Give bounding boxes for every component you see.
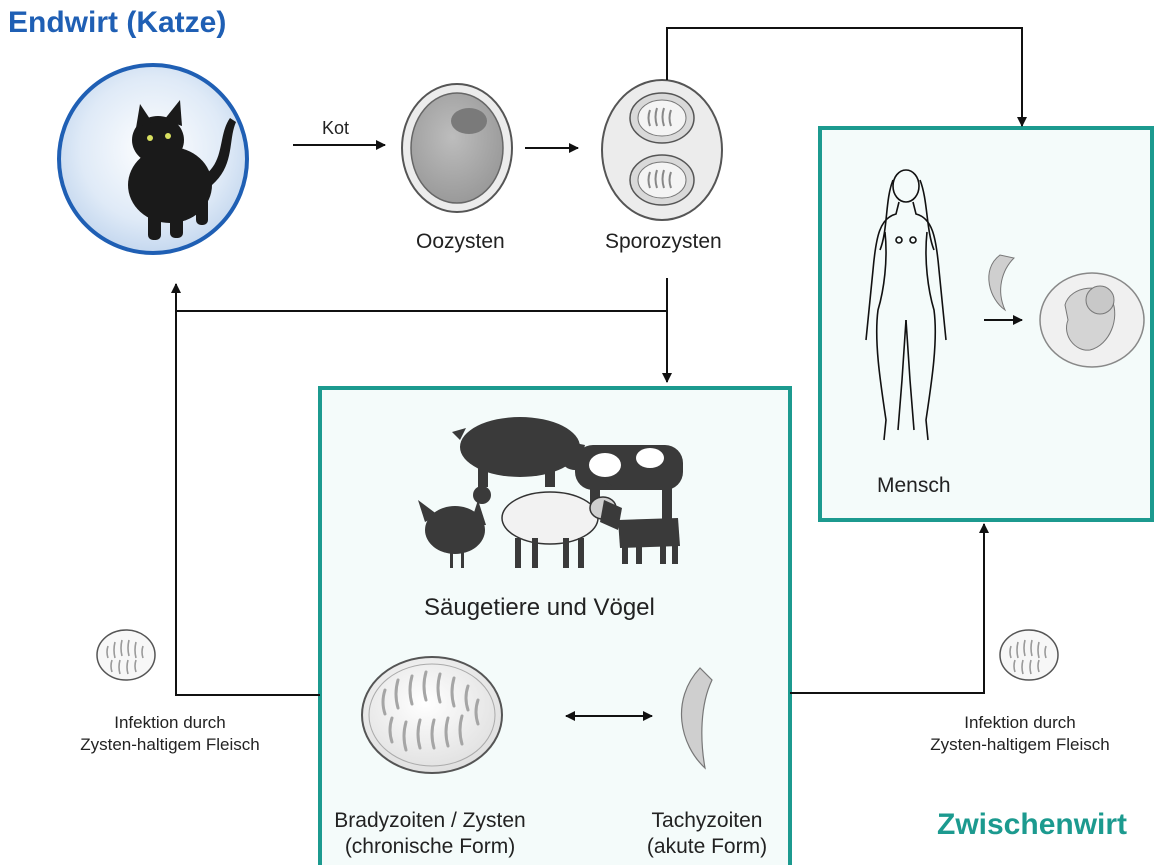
tachyzoites-label: Tachyzoiten (akute Form) <box>622 808 792 860</box>
oocyst-icon <box>402 84 512 212</box>
animals-label: Säugetiere und Vögel <box>424 594 655 622</box>
tissue-cyst-left-icon <box>97 630 155 680</box>
infection-right-line1: Infektion durch <box>900 712 1140 734</box>
infection-left-label: Infektion durch Zysten-haltigem Fleisch <box>50 712 290 756</box>
sporocysts-label: Sporozysten <box>605 230 722 254</box>
infection-left-line1: Infektion durch <box>50 712 290 734</box>
kot-label: Kot <box>322 118 349 139</box>
sporocyst-icon <box>602 80 722 220</box>
cat-icon <box>59 65 247 253</box>
infection-left-line2: Zysten-haltigem Fleisch <box>50 734 290 756</box>
tachyzoites-label-line2: (akute Form) <box>622 834 792 860</box>
human-label: Mensch <box>877 474 951 498</box>
oocysts-label: Oozysten <box>416 230 505 254</box>
tissue-cyst-large-icon <box>362 657 502 773</box>
infection-right-label: Infektion durch Zysten-haltigem Fleisch <box>900 712 1140 756</box>
bradyzoites-label-line1: Bradyzoiten / Zysten <box>320 808 540 834</box>
tachyzoites-label-line1: Tachyzoiten <box>622 808 792 834</box>
bradyzoites-label: Bradyzoiten / Zysten (chronische Form) <box>320 808 540 860</box>
fetus-icon <box>1040 273 1144 367</box>
tissue-cyst-right-icon <box>1000 630 1058 680</box>
infection-right-line2: Zysten-haltigem Fleisch <box>900 734 1140 756</box>
bradyzoites-label-line2: (chronische Form) <box>320 834 540 860</box>
